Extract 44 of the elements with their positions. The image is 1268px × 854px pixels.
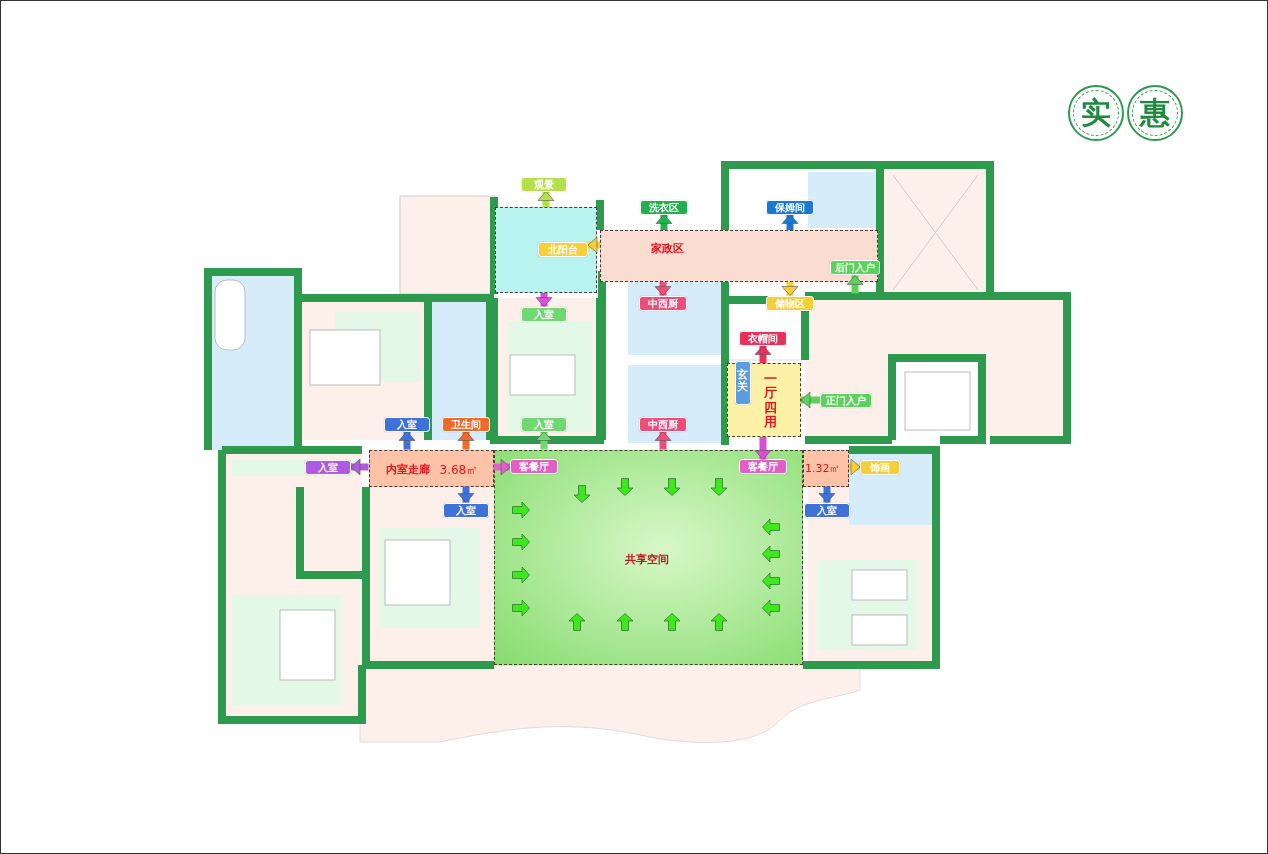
arrow — [781, 282, 799, 296]
zone-area — [727, 363, 801, 437]
stamp-badge — [1127, 85, 1183, 141]
arrow — [537, 191, 555, 207]
room-tag: 北阳台 — [537, 242, 588, 257]
zone-title: 共享空间 — [624, 553, 669, 565]
arrow — [754, 437, 772, 460]
room-tag: 玄关 — [734, 360, 751, 405]
arrow — [846, 275, 864, 294]
badge-character: 实 — [1081, 98, 1111, 128]
room-tag: 洗衣区 — [640, 199, 688, 215]
arrow — [535, 293, 553, 307]
badge-character: 惠 — [1140, 98, 1170, 128]
arrow — [457, 431, 475, 450]
arrow — [800, 391, 820, 409]
zone-area — [600, 230, 878, 282]
arrow — [781, 214, 799, 230]
stamp-badge — [1068, 85, 1124, 141]
room-tag: 客餐厅 — [509, 459, 558, 474]
arrow — [493, 458, 511, 476]
arrow — [457, 486, 475, 503]
area-label: 1.32㎡ — [805, 462, 841, 474]
zone-title: 家政区 — [651, 243, 684, 254]
arrow — [350, 458, 369, 476]
arrow — [535, 431, 553, 450]
zone-title: 一厅四用 — [764, 372, 777, 430]
arrow — [398, 431, 416, 450]
arrow — [849, 458, 861, 476]
zone-area — [368, 449, 494, 487]
room-tag: 后门入户 — [829, 260, 880, 275]
zone-area — [493, 449, 803, 665]
arrow — [818, 486, 836, 503]
arrow — [655, 214, 673, 230]
arrow — [587, 236, 600, 254]
room-tag: 客餐厅 — [738, 459, 787, 474]
zone-title: 内室走廊 — [385, 463, 430, 475]
area-label: 3.68㎡ — [439, 463, 479, 476]
room-tag: 观景 — [521, 176, 567, 192]
arrow — [654, 282, 672, 296]
zone-area — [803, 449, 849, 487]
arrow — [754, 345, 772, 363]
arrow — [654, 431, 672, 450]
zone-area — [495, 207, 597, 293]
room-tag: 储物区 — [766, 295, 814, 311]
